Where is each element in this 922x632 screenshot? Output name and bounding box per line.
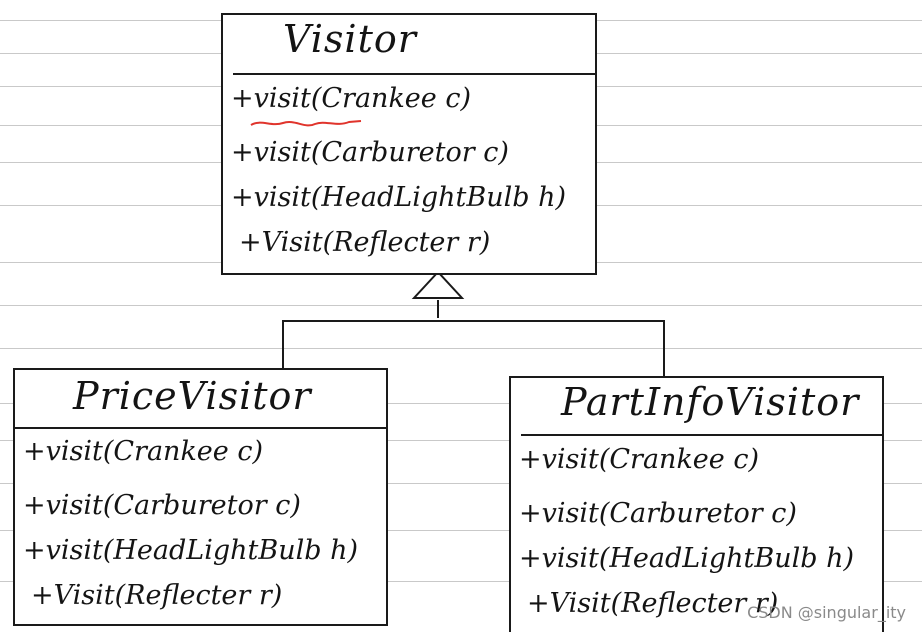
method-item: +visit(Carburetor c) — [519, 498, 797, 529]
visitor-class-box: Visitor +visit(Crankee c) +visit(Carbure… — [221, 13, 597, 275]
method-item: +visit(Carburetor c) — [23, 490, 301, 521]
class-name: Visitor — [283, 17, 417, 61]
watermark: CSDN @singular_ity — [747, 603, 906, 622]
class-divider — [15, 427, 386, 429]
class-name: PriceVisitor — [73, 374, 312, 418]
ruled-line — [0, 581, 922, 582]
method-item: +visit(Crankee c) — [519, 444, 759, 475]
method-item: +Visit(Reflecter r) — [31, 580, 283, 611]
part-info-visitor-class-box: PartInfoVisitor +visit(Crankee c) +visit… — [509, 376, 884, 632]
price-visitor-class-box: PriceVisitor +visit(Crankee c) +visit(Ca… — [13, 368, 388, 626]
method-item: +visit(Carburetor c) — [231, 137, 509, 168]
ruled-line — [0, 403, 922, 404]
ruled-line — [0, 440, 922, 441]
ruled-line — [0, 483, 922, 484]
ruled-line — [0, 530, 922, 531]
class-divider — [233, 73, 595, 75]
inheritance-line — [282, 320, 665, 376]
method-item: +visit(HeadLightBulb h) — [23, 535, 359, 566]
method-item: +visit(Crankee c) — [231, 83, 471, 114]
inheritance-triangle-icon — [411, 270, 465, 299]
method-item: +visit(HeadLightBulb h) — [519, 543, 855, 574]
method-item: +visit(HeadLightBulb h) — [231, 182, 567, 213]
method-item: +Visit(Reflecter r) — [239, 227, 491, 258]
method-item: +Visit(Reflecter r) — [527, 588, 779, 619]
ruled-line — [0, 348, 922, 349]
red-underline-annotation — [250, 120, 362, 127]
class-name: PartInfoVisitor — [561, 380, 860, 424]
class-divider — [521, 434, 882, 436]
method-item: +visit(Crankee c) — [23, 436, 263, 467]
ruled-line — [0, 305, 922, 306]
